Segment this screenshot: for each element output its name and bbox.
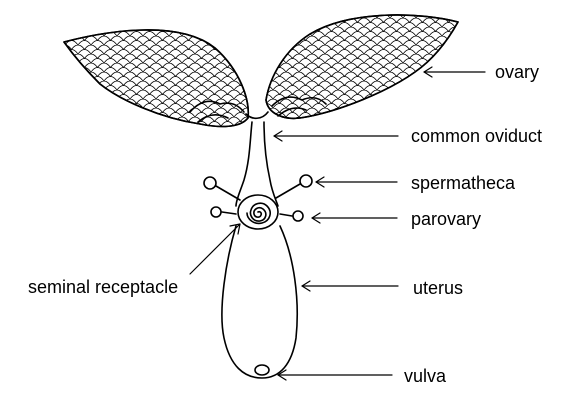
arrow-vulva: [278, 370, 392, 380]
arrow-seminal-receptacle: [190, 224, 240, 274]
seminal-receptacle: [238, 195, 278, 229]
arrow-spermatheca: [316, 177, 397, 187]
label-spermatheca: spermatheca: [411, 174, 515, 192]
arrow-common-oviduct: [274, 131, 398, 141]
label-parovary: parovary: [411, 210, 481, 228]
label-ovary: ovary: [495, 63, 539, 81]
label-seminal-receptacle: seminal receptacle: [28, 278, 178, 296]
label-uterus: uterus: [413, 279, 463, 297]
parovary-right: [280, 211, 303, 221]
arrow-parovary: [312, 213, 397, 223]
common-oviduct: [236, 122, 278, 206]
label-vulva: vulva: [404, 367, 446, 385]
label-common-oviduct: common oviduct: [411, 127, 542, 145]
spermatheca-right: [276, 175, 312, 198]
ovary-junction: [246, 112, 268, 118]
arrow-ovary: [424, 67, 485, 77]
spermatheca-left: [204, 177, 240, 200]
parovary-left: [211, 207, 236, 217]
right-ovary: [266, 15, 458, 118]
arrow-uterus: [302, 281, 398, 291]
uterus: [222, 226, 297, 378]
vulva: [255, 365, 269, 375]
left-ovary: [64, 30, 248, 127]
